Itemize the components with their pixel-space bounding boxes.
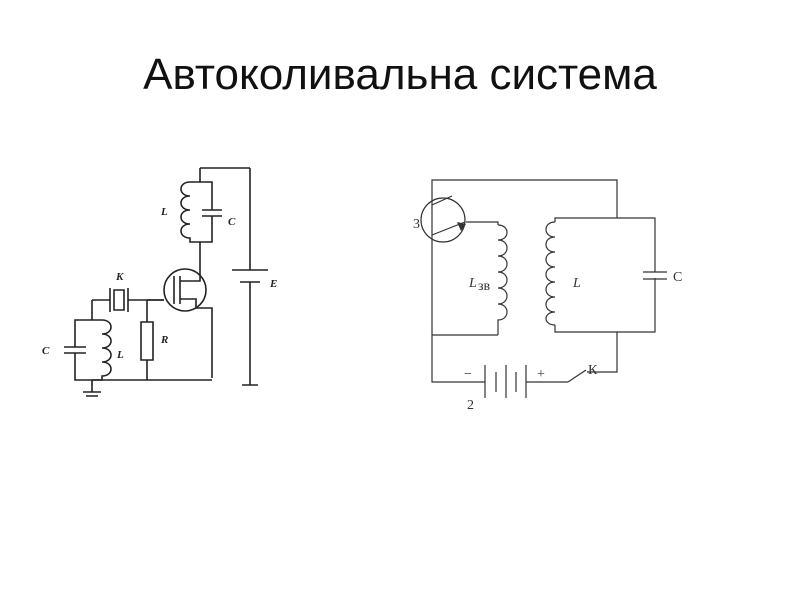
left-transistor	[163, 268, 207, 312]
right-label-minus: −	[464, 367, 472, 382]
right-label-plus: +	[537, 367, 545, 382]
left-label-E: E	[269, 278, 277, 290]
left-top-inductor	[180, 181, 200, 243]
slide-title: Автоколивальна система	[143, 50, 657, 99]
left-resistor-R	[140, 308, 154, 378]
right-label-switch: К	[588, 363, 598, 378]
right-label-L: L	[572, 276, 581, 291]
left-wire-top	[200, 167, 251, 270]
left-label-L-bottom: L	[116, 349, 124, 361]
right-label-C: C	[673, 270, 682, 285]
right-label-Lfb: L	[468, 276, 477, 291]
left-circuit: L C E K R C L	[42, 167, 277, 397]
left-wire-gate	[146, 299, 164, 308]
left-label-R: R	[160, 334, 168, 346]
left-wire-bottom	[83, 378, 212, 397]
left-top-capacitor	[200, 181, 222, 243]
left-label-C-top: C	[228, 216, 236, 228]
right-wire-supply	[431, 332, 618, 383]
right-tank-inductor	[545, 221, 556, 326]
right-circuit: 3 L зв L C − + 2 К	[413, 179, 682, 413]
right-label-transistor: 3	[413, 217, 420, 232]
right-wire-tank	[554, 217, 656, 333]
left-label-L-top: L	[160, 206, 168, 218]
right-transistor-terminals	[431, 195, 499, 242]
left-battery-E	[232, 269, 268, 386]
right-battery	[480, 365, 531, 398]
right-tank-capacitor	[643, 271, 667, 280]
left-crystal-K	[92, 288, 164, 312]
right-switch	[567, 369, 587, 383]
right-label-battery: 2	[467, 398, 474, 413]
left-bottom-inductor	[92, 319, 112, 381]
right-transistor	[420, 197, 466, 243]
left-bottom-capacitor	[64, 319, 92, 381]
left-transistor-terminals	[173, 255, 213, 378]
left-label-K: K	[115, 271, 124, 283]
left-label-C-bottom: C	[42, 345, 50, 357]
right-label-Lfb-sub: зв	[478, 279, 491, 294]
right-transistor-arrow	[457, 222, 466, 231]
right-feedback-inductor	[497, 224, 508, 335]
right-wire-frame	[431, 179, 618, 336]
